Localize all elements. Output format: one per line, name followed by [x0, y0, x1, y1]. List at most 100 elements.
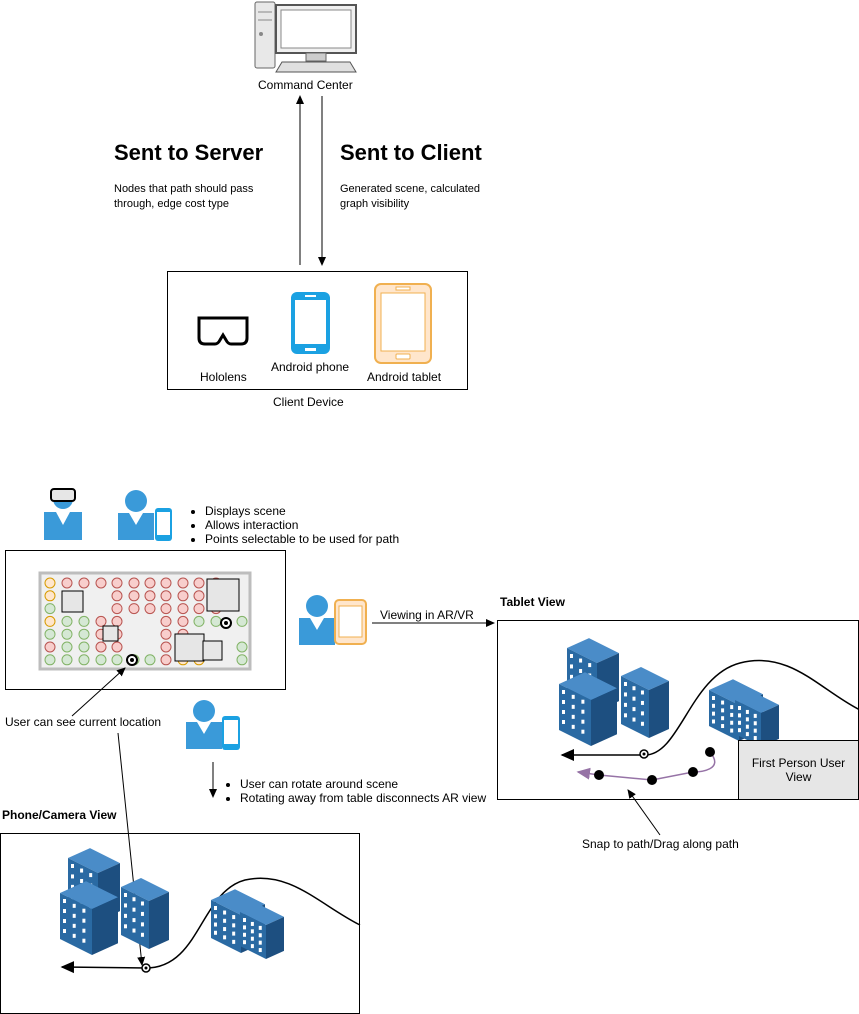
scene-node[interactable] — [236, 654, 248, 666]
path-node — [594, 770, 604, 780]
scene-node[interactable] — [177, 603, 189, 615]
scene-node[interactable] — [111, 577, 123, 589]
scene-node[interactable] — [95, 577, 107, 589]
scene-obstacle — [102, 625, 119, 642]
scene-node[interactable] — [78, 577, 90, 589]
tablet-icon — [374, 283, 432, 364]
scene-node[interactable] — [160, 577, 172, 589]
scene-node[interactable] — [95, 641, 107, 653]
path-node — [647, 775, 657, 785]
tablet-view-title: Tablet View — [500, 595, 565, 609]
scene-node[interactable] — [44, 628, 56, 640]
sent-to-client-title: Sent to Client — [340, 140, 482, 165]
scene-node[interactable] — [44, 654, 56, 666]
scene-node[interactable] — [78, 615, 90, 627]
scene-node[interactable] — [111, 641, 123, 653]
current-location-marker — [130, 658, 134, 662]
android-phone-label: Android phone — [271, 360, 350, 374]
user-tablet-icon — [299, 595, 367, 645]
scene-node[interactable] — [236, 615, 248, 627]
scene-node[interactable] — [44, 603, 56, 615]
scene-node[interactable] — [111, 654, 123, 666]
snap-note-arrow — [627, 789, 661, 836]
building-icon — [60, 848, 284, 959]
snap-note: Snap to path/Drag along path — [582, 837, 739, 851]
scene-node[interactable] — [61, 615, 73, 627]
scene-node[interactable] — [160, 615, 172, 627]
sent-to-server-title: Sent to Server — [114, 140, 264, 165]
client-device-box — [167, 271, 468, 390]
scene-node[interactable] — [111, 590, 123, 602]
current-location-note: User can see current location — [5, 715, 162, 729]
scene-node[interactable] — [95, 615, 107, 627]
scene-node[interactable] — [61, 641, 73, 653]
scene-node[interactable] — [160, 641, 172, 653]
scene-node[interactable] — [193, 590, 205, 602]
tablet-drag-path — [576, 751, 716, 781]
user-phone-icon — [118, 490, 172, 541]
phone-icon — [291, 292, 330, 354]
scene-node[interactable] — [128, 577, 140, 589]
sent-to-client-desc: Generated scene, calculated graph visibi… — [340, 183, 481, 210]
bullet-item: Displays scene — [205, 504, 399, 518]
scene-node-grid — [38, 571, 252, 671]
current-location-marker — [224, 621, 228, 625]
scene-node[interactable] — [160, 654, 172, 666]
scene-node[interactable] — [160, 603, 172, 615]
phone-view-title: Phone/Camera View — [2, 808, 117, 822]
phone-view-box — [0, 833, 360, 1014]
scene-node[interactable] — [144, 590, 156, 602]
scene-node[interactable] — [177, 590, 189, 602]
bullet-item: Rotating away from table disconnects AR … — [240, 791, 486, 805]
scene-node[interactable] — [78, 628, 90, 640]
scene-bullets: Displays scene Allows interaction Points… — [189, 504, 399, 546]
scene-node[interactable] — [44, 615, 56, 627]
android-tablet-label: Android tablet — [367, 370, 442, 384]
scene-node[interactable] — [193, 577, 205, 589]
scene-node[interactable] — [193, 615, 205, 627]
scene-node[interactable] — [160, 590, 172, 602]
scene-node[interactable] — [111, 603, 123, 615]
scene-obstacle — [174, 633, 205, 662]
scene-node[interactable] — [61, 628, 73, 640]
scene-obstacle — [206, 578, 240, 612]
scene-node[interactable] — [44, 577, 56, 589]
scene-node[interactable] — [144, 603, 156, 615]
scene-node[interactable] — [160, 628, 172, 640]
scene-node[interactable] — [177, 615, 189, 627]
scene-node[interactable] — [78, 654, 90, 666]
rotate-bullets: User can rotate around scene Rotating aw… — [224, 777, 486, 805]
scene-node[interactable] — [61, 654, 73, 666]
scene-node[interactable] — [144, 654, 156, 666]
scene-node[interactable] — [144, 577, 156, 589]
scene-node[interactable] — [78, 641, 90, 653]
scene-node[interactable] — [128, 590, 140, 602]
scene-node[interactable] — [44, 641, 56, 653]
scene-obstacle — [61, 590, 84, 613]
client-device-caption: Client Device — [273, 395, 344, 409]
scene-obstacle — [202, 640, 223, 661]
bullet-item: Allows interaction — [205, 518, 399, 532]
building-icon — [559, 638, 779, 747]
scene-node[interactable] — [236, 641, 248, 653]
desktop-computer-icon — [254, 1, 357, 73]
scene-node[interactable] — [44, 590, 56, 602]
location-note-arrow — [71, 667, 126, 717]
user-vr-icon — [44, 488, 82, 540]
vr-headset-icon — [197, 316, 249, 346]
first-person-label: First Person User View — [751, 756, 846, 784]
bullet-item: Points selectable to be used for path — [205, 532, 399, 546]
bullet-item: User can rotate around scene — [240, 777, 486, 791]
scene-node[interactable] — [61, 577, 73, 589]
scene-node[interactable] — [177, 577, 189, 589]
scene-box — [5, 550, 286, 690]
scene-node[interactable] — [128, 603, 140, 615]
path-node — [688, 767, 698, 777]
phone-path-line — [60, 877, 361, 974]
scene-node[interactable] — [95, 654, 107, 666]
viewing-label: Viewing in AR/VR — [380, 608, 474, 622]
command-center-label: Command Center — [258, 78, 353, 92]
hololens-label: Hololens — [200, 370, 247, 384]
scene-node[interactable] — [193, 603, 205, 615]
